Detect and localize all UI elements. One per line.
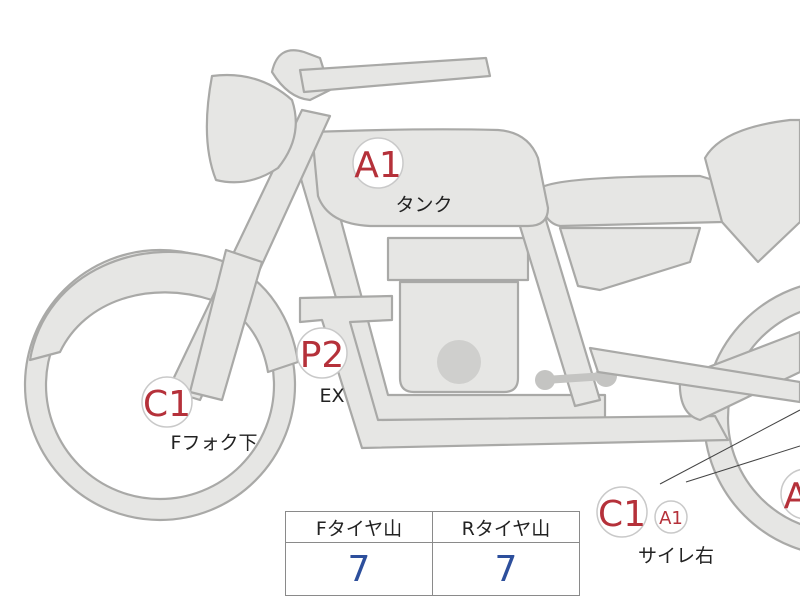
marker-p2-ex: P2 EX: [296, 327, 348, 407]
side-cover: [558, 226, 702, 292]
marker-label: サイレ右: [638, 545, 714, 567]
marker-a-edge: A: [780, 468, 800, 520]
marker-c1-silencer: C1 A1 サイレ右: [596, 486, 714, 567]
front-fork: [166, 108, 332, 402]
marker-sub-code: A1: [659, 508, 683, 529]
marker-code: P2: [300, 335, 345, 376]
rear-tire-header: Rタイヤ山: [432, 511, 580, 543]
handlebar: [270, 49, 492, 102]
front-tire-header: Fタイヤ山: [285, 511, 433, 543]
front-tire-value: 7: [285, 542, 433, 596]
marker-label: Fフォク下: [171, 432, 258, 454]
marker-code: C1: [598, 494, 646, 535]
swingarm: [588, 346, 800, 404]
marker-code: A1: [354, 145, 402, 186]
tire-table-value-row: 7 7: [285, 542, 580, 596]
marker-a1-tank: A1 タンク: [352, 137, 453, 216]
headlight: [205, 73, 297, 184]
leader-line: [659, 409, 800, 485]
leader-line: [685, 445, 800, 483]
engine-cover: [437, 340, 481, 384]
marker-label: タンク: [395, 194, 452, 216]
marker-code: C1: [143, 384, 191, 425]
exhaust-pipe: [298, 294, 730, 450]
rear-frame: [703, 118, 800, 264]
seat: [538, 174, 724, 228]
engine: [386, 236, 530, 394]
marker-label: EX: [319, 385, 344, 407]
tire-tread-table: Fタイヤ山 Rタイヤ山 7 7: [285, 511, 580, 596]
marker-c1-ffork: C1 Fフォク下: [141, 376, 258, 454]
rear-tire-value: 7: [432, 542, 580, 596]
marker-code: A: [784, 476, 800, 517]
tire-table-header-row: Fタイヤ山 Rタイヤ山: [285, 511, 580, 543]
